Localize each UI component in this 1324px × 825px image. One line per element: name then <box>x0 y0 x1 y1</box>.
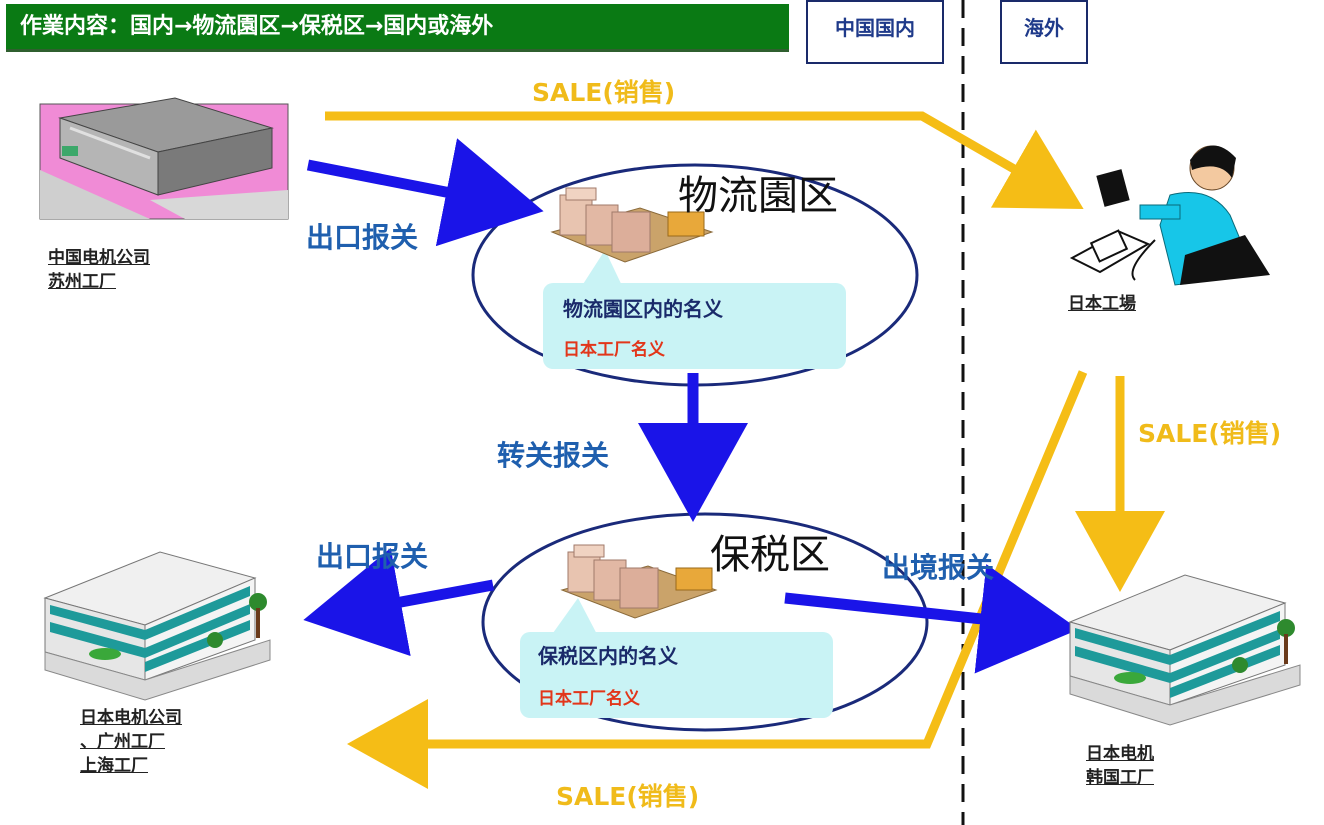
bubble-tail-top <box>578 250 625 292</box>
logistics-park-name-note: 物流園区内的名义 <box>563 297 723 321</box>
jp-china-line3: 上海工厂 <box>80 756 148 776</box>
sale-top-arrow <box>325 111 1084 209</box>
bonded-zone-title: 保税区 <box>710 532 830 578</box>
transfer-label: 转关报关 <box>497 439 610 472</box>
suzhou-line2: 苏州工厂 <box>48 272 116 292</box>
bonded-zone-note-bubble: 保税区内的名义 日本工厂名义 <box>520 632 833 718</box>
export-bottom-arrow <box>303 547 494 657</box>
exit-label: 出境报关 <box>882 551 995 584</box>
export-top-arrow <box>306 138 544 247</box>
korea-line2: 韩国工厂 <box>1086 768 1154 788</box>
sale-bottom-label: SALE(销售) <box>556 782 700 811</box>
warehouse-icon <box>39 97 289 220</box>
businessman-phone-icon <box>1069 145 1270 286</box>
jp-china-factory-label: 日本电机公司 、广州工厂 上海工厂 <box>80 706 182 778</box>
region-overseas-label: 海外 <box>1000 0 1088 64</box>
jp-china-line2: 、广州工厂 <box>80 732 165 752</box>
korea-factory-label: 日本电机 韩国工厂 <box>1086 742 1154 790</box>
region-domestic-label: 中国国内 <box>806 0 944 64</box>
office-building-icon-left <box>43 551 271 701</box>
exit-arrow <box>784 564 1079 674</box>
bubble-tail-bottom <box>548 598 600 640</box>
bonded-zone-name-note: 保税区内的名义 <box>538 644 678 668</box>
pallet-boxes-icon-top <box>550 187 714 263</box>
logistics-park-note-bubble: 物流園区内的名义 日本工厂名义 <box>543 283 846 369</box>
logistics-park-title: 物流園区 <box>678 173 838 219</box>
suzhou-line1: 中国电机公司 <box>48 248 150 268</box>
japan-factory-label: 日本工場 <box>1068 294 1136 314</box>
page-title: 作業内容：国内→物流園区→保税区→国内或海外 <box>6 4 789 52</box>
suzhou-factory-label: 中国电机公司 苏州工厂 <box>48 246 150 294</box>
export-top-label: 出口报关 <box>306 221 419 254</box>
logistics-park-factory-note: 日本工厂名义 <box>563 340 665 360</box>
bonded-zone-factory-note: 日本工厂名义 <box>538 689 640 709</box>
jp-china-line1: 日本电机公司 <box>80 708 182 728</box>
korea-line1: 日本电机 <box>1086 744 1154 764</box>
sale-bottom-arrow <box>347 370 1088 789</box>
office-building-icon-right <box>1068 574 1301 726</box>
export-bottom-label: 出口报关 <box>316 540 429 573</box>
sale-top-label: SALE(销售) <box>532 78 676 107</box>
sale-right-label: SALE(销售) <box>1138 419 1282 448</box>
pallet-boxes-icon-bottom <box>560 544 718 619</box>
